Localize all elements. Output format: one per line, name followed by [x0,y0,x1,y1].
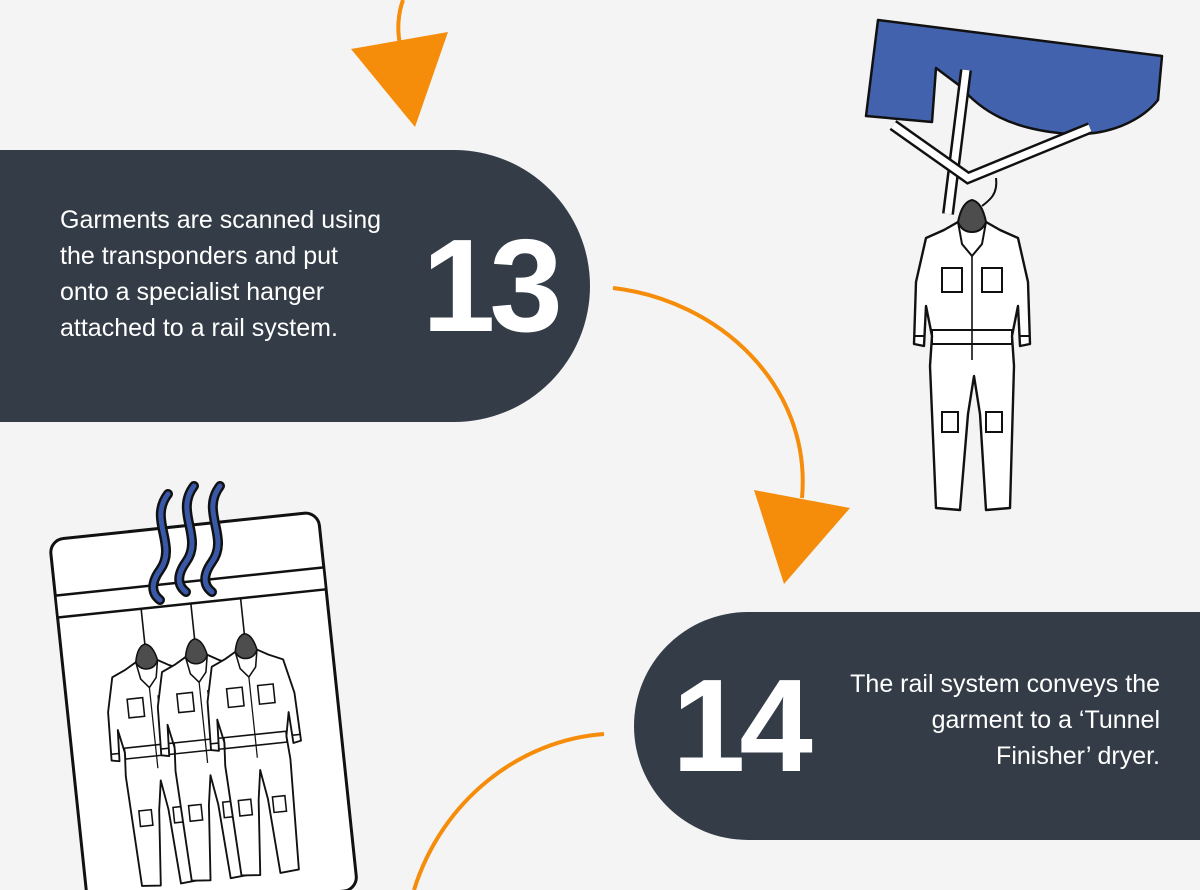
step-14-description: The rail system conveys the garment to a… [850,670,1160,770]
triangle-arrow-icon [351,32,448,127]
step-14-panel: 14 The rail system conveys the garment t… [634,612,1200,840]
flow-line-out-of-14 [412,732,605,890]
rail-hanger-icon [864,18,1164,215]
heat-waves-icon [148,481,225,605]
flow-line-into-13 [396,0,405,45]
step-13-description: Garments are scanned using the transpond… [60,206,382,342]
step-13-number: 13 [422,212,563,359]
step-13-panel: Garments are scanned using the transpond… [0,150,590,422]
coverall-icon [912,198,1032,512]
triangle-arrow-icon [754,490,850,584]
step-14-number: 14 [672,652,813,799]
flow-line-13-to-14 [612,286,805,499]
